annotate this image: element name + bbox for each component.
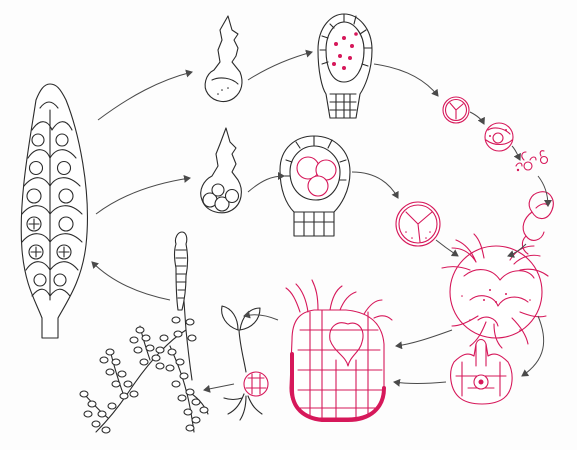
- arrow-gametophyte-to-sperm: [512, 146, 520, 160]
- arrow-strobilus-to-megasporophyll: [96, 178, 190, 214]
- mature-sporophyte-icon: [80, 232, 208, 433]
- megaspore-icon: [396, 202, 440, 246]
- seedling-icon: [222, 306, 268, 420]
- arrow-megasporangium-to-megaspore: [352, 172, 398, 198]
- microsporophyll-icon: [205, 16, 242, 101]
- arrow-microspore-to-gametophyte: [470, 112, 484, 124]
- female-gametophyte-icon: [442, 234, 548, 348]
- sperm-icon: [516, 151, 548, 171]
- archegonium-icon: [451, 340, 512, 405]
- megasporangium-icon: [280, 136, 350, 236]
- arrow-seedling-to-sporophyte: [204, 384, 234, 390]
- arrow-sporophyte-to-strobilus: [92, 262, 170, 300]
- microsporangium-icon: [318, 14, 372, 118]
- arrow-microsporophyll-to-sporangium: [248, 52, 312, 80]
- arrow-microsporangium-to-microspore: [374, 64, 438, 96]
- strobilus-icon: [21, 84, 87, 338]
- arrow-megasporophyll-to-sporangium: [248, 176, 284, 192]
- swimming-sperm-icon: [522, 192, 553, 254]
- arrow-strobilus-to-microsporophyll: [98, 72, 192, 120]
- embryo-icon: [286, 280, 392, 420]
- megasporophyll-icon: [201, 128, 242, 213]
- microspore-icon: [443, 97, 469, 123]
- arrow-archegonium-to-embryo: [394, 382, 446, 384]
- male-gametophyte-icon: [485, 123, 513, 151]
- arrow-sperm-down: [538, 176, 548, 206]
- arrow-female-to-embryo: [396, 330, 452, 346]
